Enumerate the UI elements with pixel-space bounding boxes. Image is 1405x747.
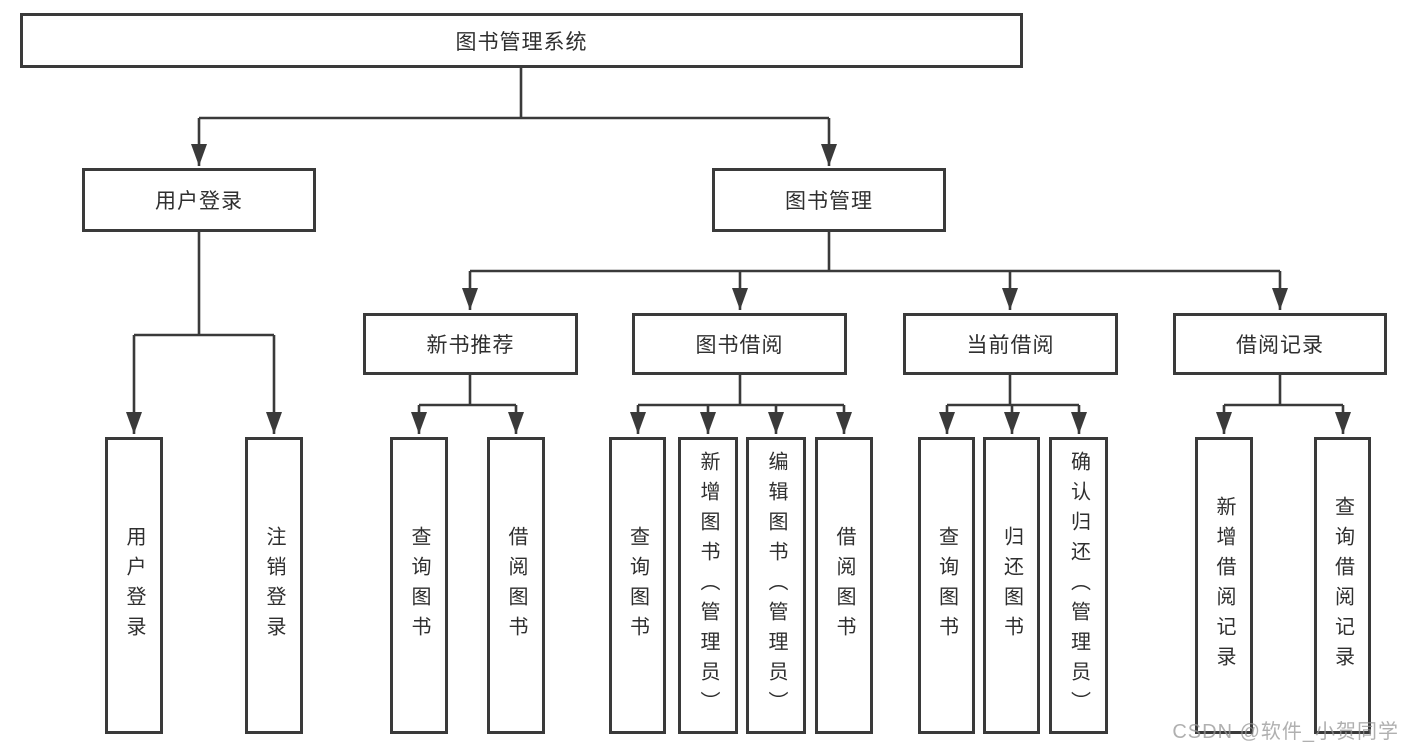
node-book-management: 图书管理: [712, 168, 946, 232]
leaf-logout-label: 注销登录: [263, 525, 285, 646]
leaf-edit-book-admin: 编辑图书（管理员）: [746, 437, 806, 734]
leaf-return-book: 归还图书: [983, 437, 1040, 734]
node-current-borrow: 当前借阅: [903, 313, 1118, 375]
leaf-add-borrow-record-label: 新增借阅记录: [1213, 495, 1235, 676]
leaf-add-book-admin-label: 新增图书（管理员）: [697, 450, 719, 721]
node-root-library-management-system: 图书管理系统: [20, 13, 1023, 68]
leaf-confirm-return-admin-label: 确认归还（管理员）: [1067, 450, 1090, 721]
leaf-user-login-label: 用户登录: [123, 525, 145, 646]
leaf-borrow-book-label: 借阅图书: [505, 525, 527, 646]
leaf-query-book: 查询图书: [390, 437, 448, 734]
leaf-query-borrow-record: 查询借阅记录: [1314, 437, 1371, 734]
leaf-user-login: 用户登录: [105, 437, 163, 734]
leaf-query-book-label: 查询图书: [408, 525, 430, 646]
leaf-query-book-label: 查询图书: [935, 525, 958, 646]
leaf-borrow-book-label: 借阅图书: [833, 525, 855, 646]
leaf-query-book: 查询图书: [918, 437, 975, 734]
leaf-add-book-admin: 新增图书（管理员）: [678, 437, 738, 734]
node-user-login: 用户登录: [82, 168, 316, 232]
leaf-logout: 注销登录: [245, 437, 303, 734]
leaf-borrow-book: 借阅图书: [815, 437, 873, 734]
leaf-query-book-label: 查询图书: [626, 525, 649, 646]
node-new-book-recommend: 新书推荐: [363, 313, 578, 375]
leaf-confirm-return-admin: 确认归还（管理员）: [1049, 437, 1108, 734]
leaf-query-borrow-record-label: 查询借阅记录: [1331, 495, 1354, 676]
node-book-borrow: 图书借阅: [632, 313, 847, 375]
leaf-add-borrow-record: 新增借阅记录: [1195, 437, 1253, 734]
leaf-query-book: 查询图书: [609, 437, 666, 734]
leaf-borrow-book: 借阅图书: [487, 437, 545, 734]
node-borrow-record: 借阅记录: [1173, 313, 1387, 375]
leaf-edit-book-admin-label: 编辑图书（管理员）: [765, 450, 787, 721]
leaf-return-book-label: 归还图书: [1000, 525, 1023, 646]
